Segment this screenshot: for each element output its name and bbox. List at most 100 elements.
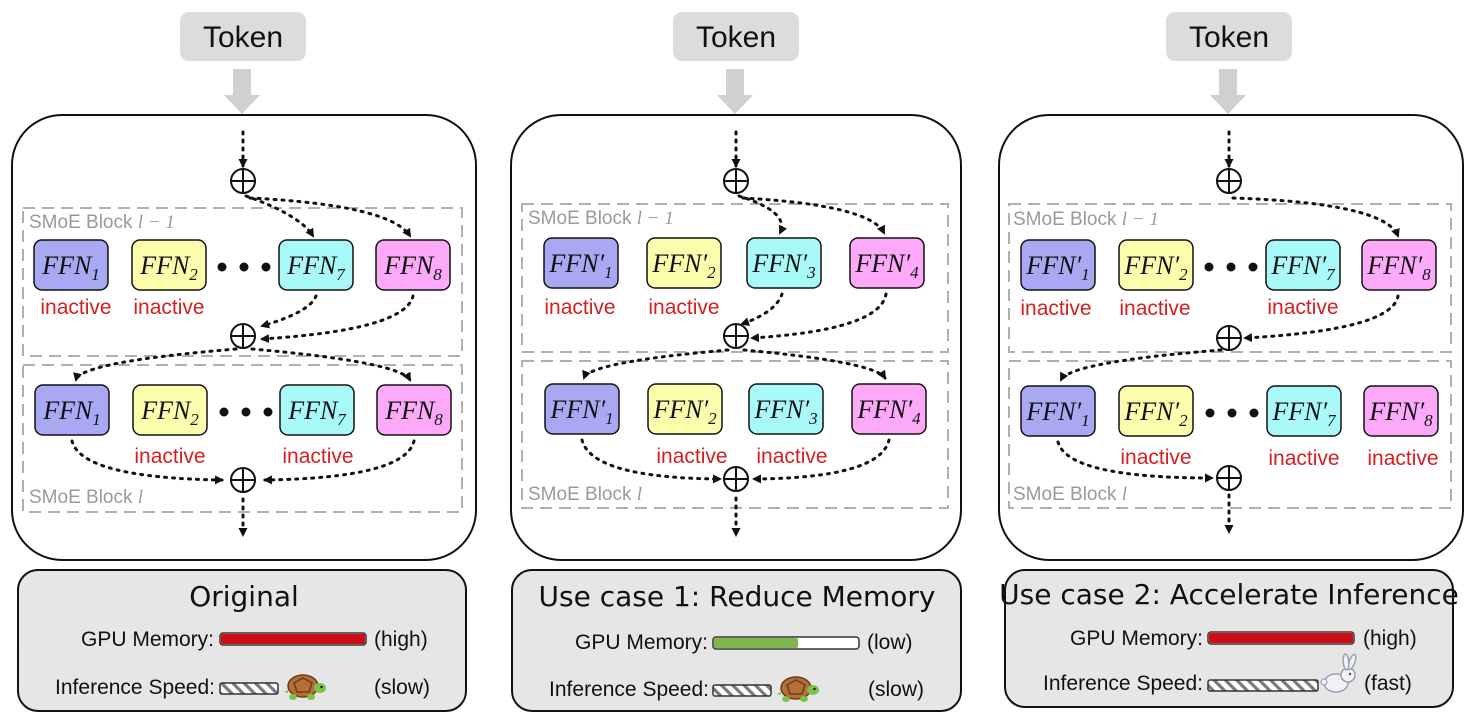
svg-text:FFN′3: FFN′3 — [753, 395, 817, 428]
svg-text:FFN′2: FFN′2 — [1123, 251, 1188, 284]
svg-text:FFN′7: FFN′7 — [1270, 251, 1336, 284]
expert-status: inactive — [544, 296, 615, 319]
svg-text:FFN′1: FFN′1 — [1025, 251, 1089, 284]
sum-node — [230, 323, 256, 349]
expert-ffn-8: FFN8 — [375, 239, 451, 291]
gpu-memory-value: (high) — [1363, 627, 1417, 650]
sum-node — [230, 168, 256, 194]
routing-arrows — [70, 130, 416, 537]
expert-ffn-2: FFN2 — [132, 384, 208, 436]
ellipsis — [217, 262, 271, 272]
svg-text:FFN1: FFN1 — [42, 396, 101, 429]
svg-text:FFN′1: FFN′1 — [549, 395, 613, 428]
expert-status: inactive — [656, 445, 727, 468]
turtle-icon — [284, 674, 326, 700]
expert-ffn-4-compressed: FFN′4 — [849, 237, 925, 289]
sum-node — [723, 466, 749, 492]
svg-text:FFN8: FFN8 — [384, 396, 443, 429]
expert-status: inactive — [133, 296, 204, 319]
svg-text:FFN′2: FFN′2 — [651, 249, 716, 282]
expert-status: inactive — [134, 445, 205, 468]
inference-speed-label: Inference Speed: — [1043, 672, 1203, 695]
block-index: l − 1 — [1122, 209, 1159, 230]
sum-node — [230, 467, 256, 493]
rabbit-icon — [1320, 653, 1357, 693]
expert-ffn-7-compressed: FFN′7 — [1266, 385, 1342, 437]
gpu-memory-bar-fill — [221, 634, 365, 644]
expert-ffn-8-compressed: FFN′8 — [1361, 239, 1437, 291]
expert-status: inactive — [1267, 296, 1338, 319]
moe-layer-frame — [510, 114, 962, 561]
block-index: l — [138, 487, 143, 508]
smoe-block-prev-frame — [22, 207, 463, 357]
sum-node — [723, 168, 749, 194]
routing-arrows — [1056, 130, 1400, 534]
expert-ffn-1-compressed: FFN′1 — [544, 383, 620, 435]
sum-node — [1216, 465, 1242, 491]
expert-ffn-2-compressed: FFN′2 — [1118, 239, 1194, 291]
expert-ffn-1: FFN1 — [34, 384, 110, 436]
expert-status: inactive — [1367, 447, 1438, 470]
block-label: SMoE Block — [1013, 209, 1117, 230]
svg-text:SMoE Block l − 1: SMoE Block l − 1 — [1013, 209, 1159, 230]
expert-status: inactive — [1120, 446, 1191, 469]
block-index: l − 1 — [637, 208, 674, 229]
svg-text:FFN′1: FFN′1 — [1025, 397, 1089, 430]
token-input-arrow — [1210, 69, 1246, 114]
expert-ffn-7: FFN7 — [279, 384, 355, 436]
expert-ffn-7: FFN7 — [278, 239, 354, 291]
svg-text:FFN1: FFN1 — [41, 251, 100, 284]
svg-text:FFN′4: FFN′4 — [854, 249, 919, 282]
svg-text:FFN′4: FFN′4 — [856, 395, 921, 428]
use-case-title: Use case 2: Accelerate Inference — [999, 578, 1459, 611]
speed-bar — [712, 684, 772, 697]
expert-ffn-8: FFN8 — [376, 384, 452, 436]
svg-text:SMoE Block l − 1: SMoE Block l − 1 — [528, 208, 674, 229]
expert-status: inactive — [756, 445, 827, 468]
block-label: SMoE Block — [528, 484, 632, 505]
block-index: l — [637, 484, 642, 505]
block-label: SMoE Block — [1013, 484, 1117, 505]
speed-bar — [219, 682, 279, 695]
gpu-memory-label: GPU Memory: — [1070, 627, 1203, 650]
moe-layer-frame — [11, 114, 477, 561]
ellipsis — [219, 407, 273, 417]
block-index: l — [1122, 484, 1127, 505]
smoe-block-prev-frame — [521, 203, 949, 353]
speed-bar — [1207, 679, 1319, 692]
expert-status: inactive — [282, 445, 353, 468]
ellipsis — [1205, 408, 1259, 418]
inference-speed-value: (fast) — [1364, 672, 1412, 695]
inference-speed-value: (slow) — [374, 676, 430, 699]
expert-ffn-8-compressed: FFN′8 — [1363, 385, 1439, 437]
expert-ffn-3-compressed: FFN′3 — [746, 237, 822, 289]
token-box: Token — [1166, 12, 1292, 61]
expert-ffn-1-compressed: FFN′1 — [1020, 239, 1096, 291]
gpu-memory-value: (low) — [867, 631, 913, 654]
smoe-block-frame — [22, 364, 463, 513]
inference-speed-label: Inference Speed: — [549, 678, 709, 701]
expert-ffn-2-compressed: FFN′2 — [647, 383, 723, 435]
expert-status: inactive — [1020, 297, 1091, 320]
ellipsis — [1204, 262, 1258, 272]
expert-ffn-1-compressed: FFN′1 — [543, 237, 619, 289]
svg-text:FFN′2: FFN′2 — [652, 395, 717, 428]
svg-text:FFN′8: FFN′8 — [1368, 397, 1433, 430]
svg-text:FFN′1: FFN′1 — [548, 249, 612, 282]
token-box: Token — [673, 12, 799, 61]
block-label: SMoE Block — [29, 487, 133, 508]
use-case-title: Original — [189, 580, 299, 613]
gpu-memory-bar-fill — [714, 638, 798, 648]
smoe-block-frame — [1008, 360, 1452, 509]
token-label: Token — [696, 21, 776, 54]
moe-layer-frame — [998, 114, 1464, 561]
panel-use-case-1: Token SMoE Block l − 1 SMoE Block l FFN′… — [510, 12, 962, 712]
token-label: Token — [1189, 21, 1269, 54]
sum-node — [723, 323, 749, 349]
gpu-memory-label: GPU Memory: — [575, 631, 708, 654]
svg-text:FFN2: FFN2 — [139, 251, 198, 284]
token-input-arrow — [224, 69, 260, 114]
svg-text:SMoE Block l: SMoE Block l — [1013, 484, 1127, 505]
token-input-arrow — [717, 69, 753, 114]
